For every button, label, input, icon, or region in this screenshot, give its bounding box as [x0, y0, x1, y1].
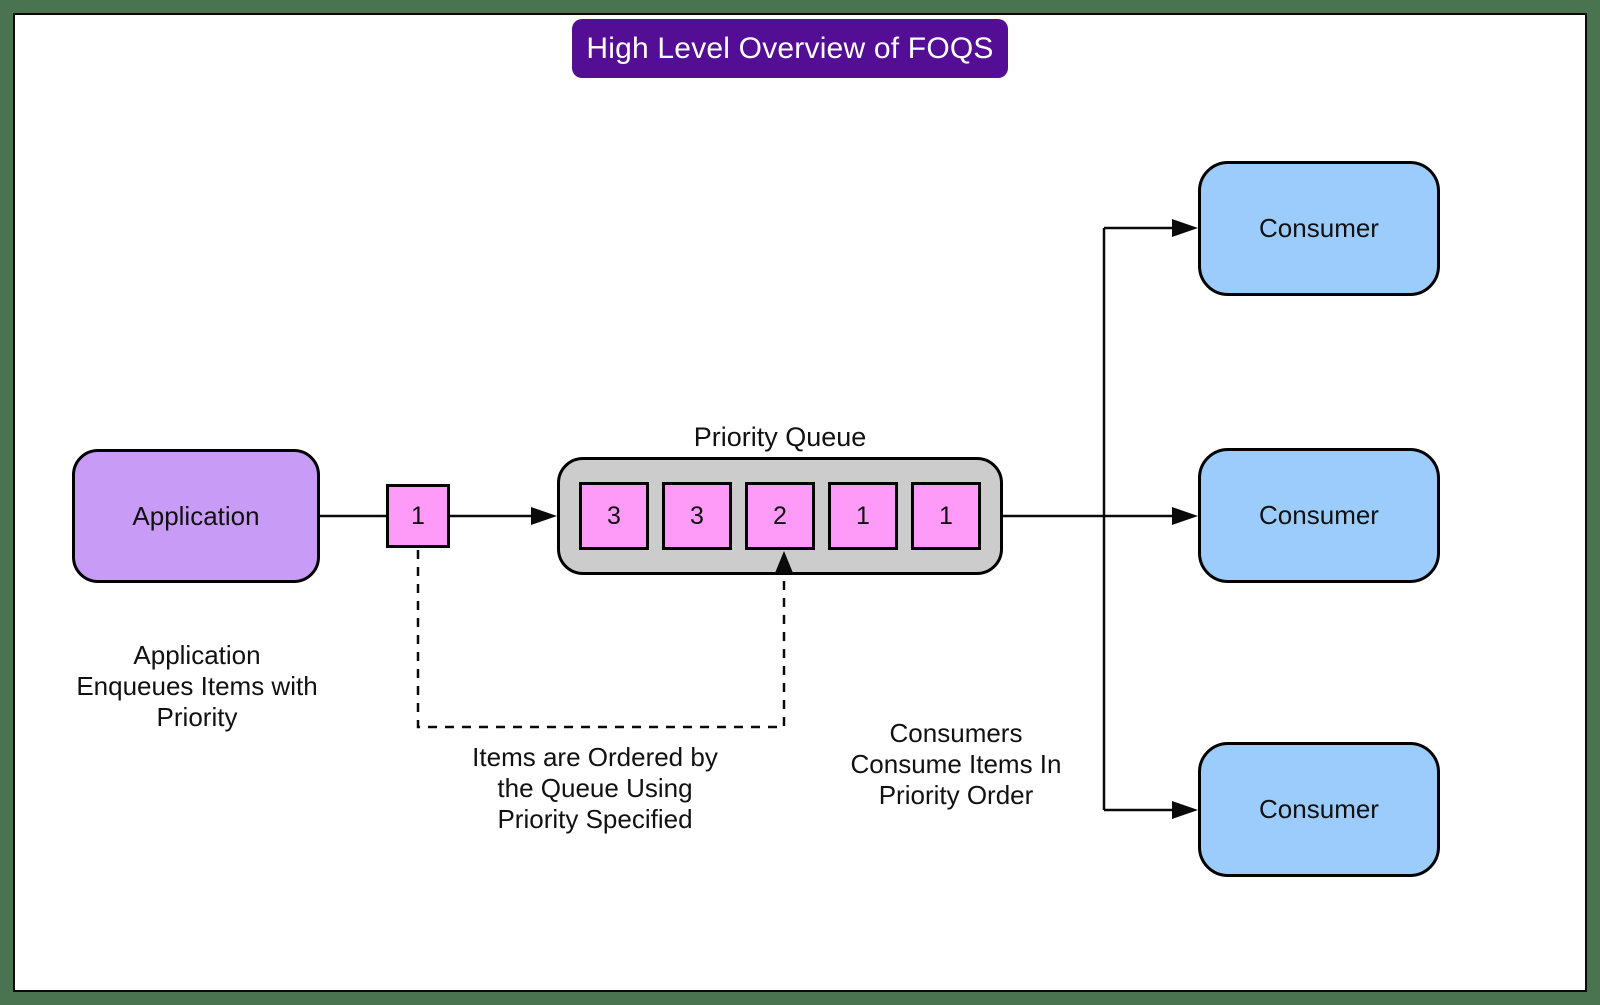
consumer-node-top: Consumer [1198, 161, 1440, 296]
queue-item: 1 [911, 482, 981, 550]
consumer-node-bottom: Consumer [1198, 742, 1440, 877]
enqueued-item-node: 1 [386, 484, 450, 548]
note-ordering-line: Priority Specified [497, 804, 693, 834]
note-enqueue-line: Enqueues Items with [76, 671, 318, 701]
note-consume: Consumers Consume Items In Priority Orde… [801, 718, 1111, 811]
note-enqueue-line: Priority [156, 702, 238, 732]
note-consume-line: Priority Order [878, 780, 1034, 810]
note-enqueue: Application Enqueues Items with Priority [37, 640, 357, 733]
queue-item: 1 [828, 482, 898, 550]
title-banner: High Level Overview of FOQS [572, 19, 1008, 78]
queue-item: 3 [579, 482, 649, 550]
priority-queue-node: 3 3 2 1 1 [557, 457, 1003, 575]
note-enqueue-line: Application [133, 640, 261, 670]
consumer-node-middle: Consumer [1198, 448, 1440, 583]
application-node: Application [72, 449, 320, 583]
queue-item: 3 [662, 482, 732, 550]
note-consume-line: Consume Items In [850, 749, 1062, 779]
priority-queue-label: Priority Queue [693, 422, 867, 452]
note-ordering-line: the Queue Using [497, 773, 693, 803]
note-ordering: Items are Ordered by the Queue Using Pri… [440, 742, 750, 835]
queue-item: 2 [745, 482, 815, 550]
note-ordering-line: Items are Ordered by [472, 742, 718, 772]
note-consume-line: Consumers [889, 718, 1023, 748]
